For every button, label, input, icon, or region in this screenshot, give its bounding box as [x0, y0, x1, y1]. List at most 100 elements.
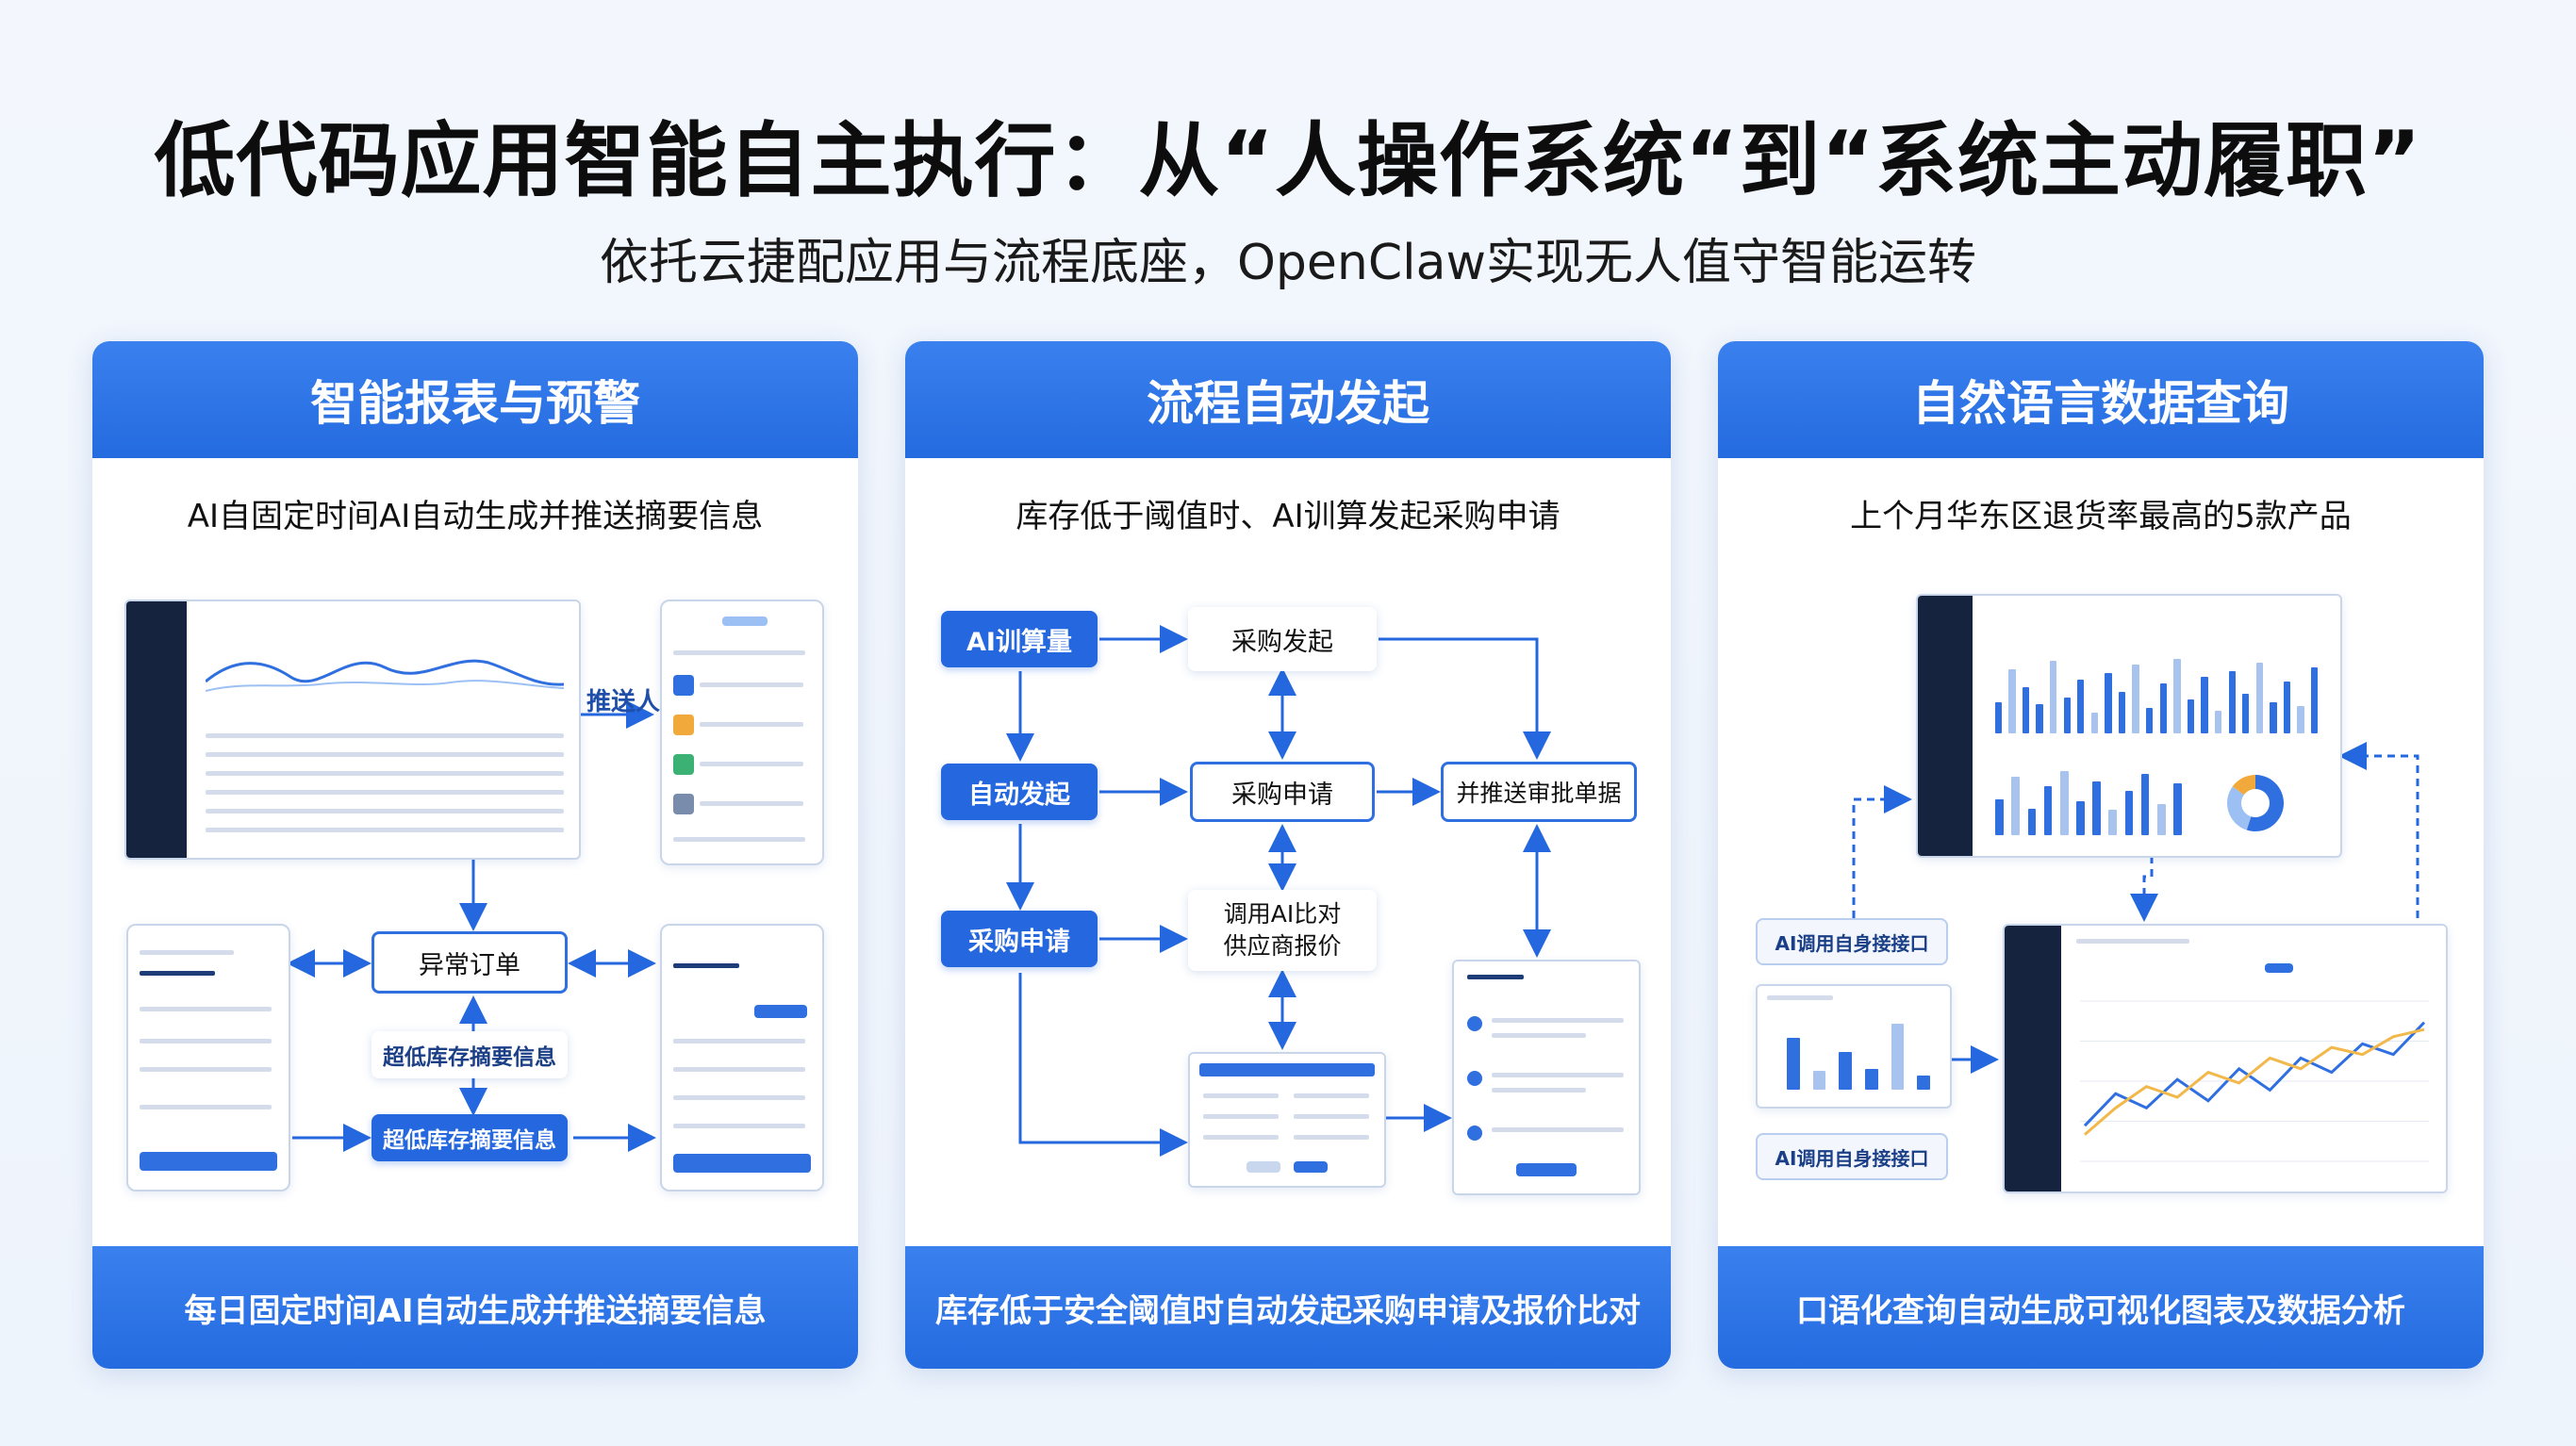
chart-bar	[1839, 1052, 1853, 1090]
table-row	[206, 790, 564, 795]
dashboard-sidebar	[126, 601, 187, 858]
purchase-form-screenshot	[1188, 1052, 1386, 1188]
cancel-button[interactable]	[1247, 1161, 1280, 1173]
node-ai-calc: AI训算量	[941, 611, 1098, 667]
panel-footer: 口语化查询自动生成可视化图表及数据分析	[1718, 1246, 2484, 1369]
list-item	[673, 1039, 805, 1043]
panel-title: 流程自动发起	[905, 341, 1671, 458]
list-item	[140, 1007, 272, 1011]
confirm-button[interactable]	[1294, 1161, 1328, 1173]
app-icon	[673, 715, 694, 735]
list-item	[1492, 1033, 1586, 1038]
series-line	[2084, 1027, 2425, 1136]
chart-bar	[2011, 777, 2021, 835]
confirm-button[interactable]	[140, 1152, 277, 1171]
chart-bar	[2022, 686, 2030, 733]
list-item	[1492, 1127, 1624, 1132]
list-item	[140, 971, 215, 976]
form-field	[1203, 1135, 1279, 1140]
chart-bar	[2297, 706, 2304, 733]
list-item	[673, 837, 805, 842]
form-field	[1203, 1093, 1279, 1098]
bar-chart-main	[1991, 650, 2321, 733]
table-row	[206, 828, 564, 832]
chart-bar	[1995, 799, 2004, 835]
approval-screenshot	[1452, 960, 1641, 1195]
chart-bar	[2228, 671, 2236, 733]
pie-slice	[2227, 786, 2255, 830]
panel-footer: 每日固定时间AI自动生成并推送摘要信息	[92, 1246, 858, 1369]
app-icon	[673, 675, 694, 696]
chart-bar	[2076, 800, 2085, 835]
dashboard-sidebar	[1918, 596, 1973, 856]
form-field	[1294, 1135, 1369, 1140]
chart-bar	[2124, 790, 2134, 835]
node-purchase-request: 采购申请	[1190, 762, 1375, 822]
chart-bar	[2187, 698, 2195, 733]
panel-smart-report: 智能报表与预警 AI自固定时间AI自动生成并推送摘要信息 推送人	[92, 341, 858, 1369]
dashboard-sidebar	[2005, 926, 2061, 1191]
node-stock-summary: 超低库存摘要信息	[372, 1031, 568, 1078]
app-icon	[673, 754, 694, 775]
list-item	[700, 762, 803, 766]
chart-bar	[2118, 692, 2126, 733]
list-item	[140, 1067, 272, 1072]
chart-bar	[2270, 702, 2277, 733]
node-auto-start: 自动发起	[941, 764, 1098, 820]
form-field	[1294, 1114, 1369, 1119]
chart-bar	[2242, 694, 2250, 733]
panel-subtitle: AI自固定时间AI自动生成并推送摘要信息	[187, 498, 764, 535]
list-item	[673, 1067, 805, 1072]
approve-button[interactable]	[1516, 1163, 1577, 1176]
chart-bar	[2173, 658, 2181, 733]
panel-title: 自然语言数据查询	[1718, 341, 2484, 458]
line-dashboard-screenshot	[2003, 924, 2448, 1193]
list-item	[140, 950, 234, 955]
chart-bar	[2159, 683, 2167, 733]
chart-bar	[2173, 782, 2182, 835]
card-title	[1767, 995, 1833, 1000]
series-line	[2083, 1021, 2426, 1127]
flow-arrows	[1006, 625, 1551, 1157]
form-field	[1294, 1093, 1369, 1098]
filter-chip[interactable]	[2265, 963, 2293, 973]
chart-bar	[2156, 803, 2166, 835]
table-row	[206, 771, 564, 776]
chart-bar	[2063, 697, 2071, 733]
chart-bar	[2008, 668, 2016, 733]
list-item	[1492, 1018, 1624, 1023]
chart-bar	[1994, 702, 2002, 733]
list-item	[1467, 975, 1524, 979]
list-item	[140, 1105, 272, 1109]
submit-button[interactable]	[673, 1154, 811, 1173]
chart-bar	[2255, 663, 2263, 733]
chart-bar	[2059, 770, 2069, 835]
query-dashboard-screenshot	[1916, 594, 2342, 858]
panel-nl-query: 自然语言数据查询 上个月华东区退货率最高的5款产品 AI调用自身接接口 AI调用…	[1718, 341, 2484, 1369]
chart-bar	[2201, 676, 2208, 733]
page-subtitle: 依托云捷配应用与流程底座，OpenClaw实现无人值守智能运转	[599, 235, 1977, 291]
table-row	[206, 752, 564, 757]
chart-bar	[2077, 679, 2085, 733]
phone-tab-indicator	[722, 616, 768, 626]
panel-title: 智能报表与预警	[92, 341, 858, 458]
chart-bar	[1891, 1024, 1905, 1090]
chart-bar	[2140, 774, 2150, 835]
chart-bar	[2049, 661, 2057, 733]
form-header-bar	[1199, 1063, 1375, 1076]
chart-bar	[2105, 673, 2112, 733]
panel-auto-process: 流程自动发起 库存低于阈值时、AI训算发起采购申请 AI训算量	[905, 341, 1671, 1369]
mini-bar-card	[1756, 984, 1952, 1109]
node-stock-summary-push: 超低库存摘要信息	[372, 1114, 568, 1161]
list-item	[1492, 1073, 1624, 1077]
page-title: 低代码应用智能自主执行：从“人操作系统“到“系统主动履职”	[154, 114, 2422, 208]
node-abnormal-order: 异常订单	[372, 931, 568, 994]
compare-line-2: 供应商报价	[1223, 932, 1342, 960]
tag-chip	[754, 1005, 807, 1018]
node-api-call-bottom: AI调用自身接接口	[1756, 1133, 1948, 1180]
chart-bar	[2283, 682, 2291, 733]
list-item	[140, 1039, 272, 1043]
line-chart	[2080, 1000, 2429, 1162]
node-compare-quotes: 调用AI比对 供应商报价	[1188, 890, 1377, 971]
phone-detail-screenshot	[660, 924, 824, 1191]
